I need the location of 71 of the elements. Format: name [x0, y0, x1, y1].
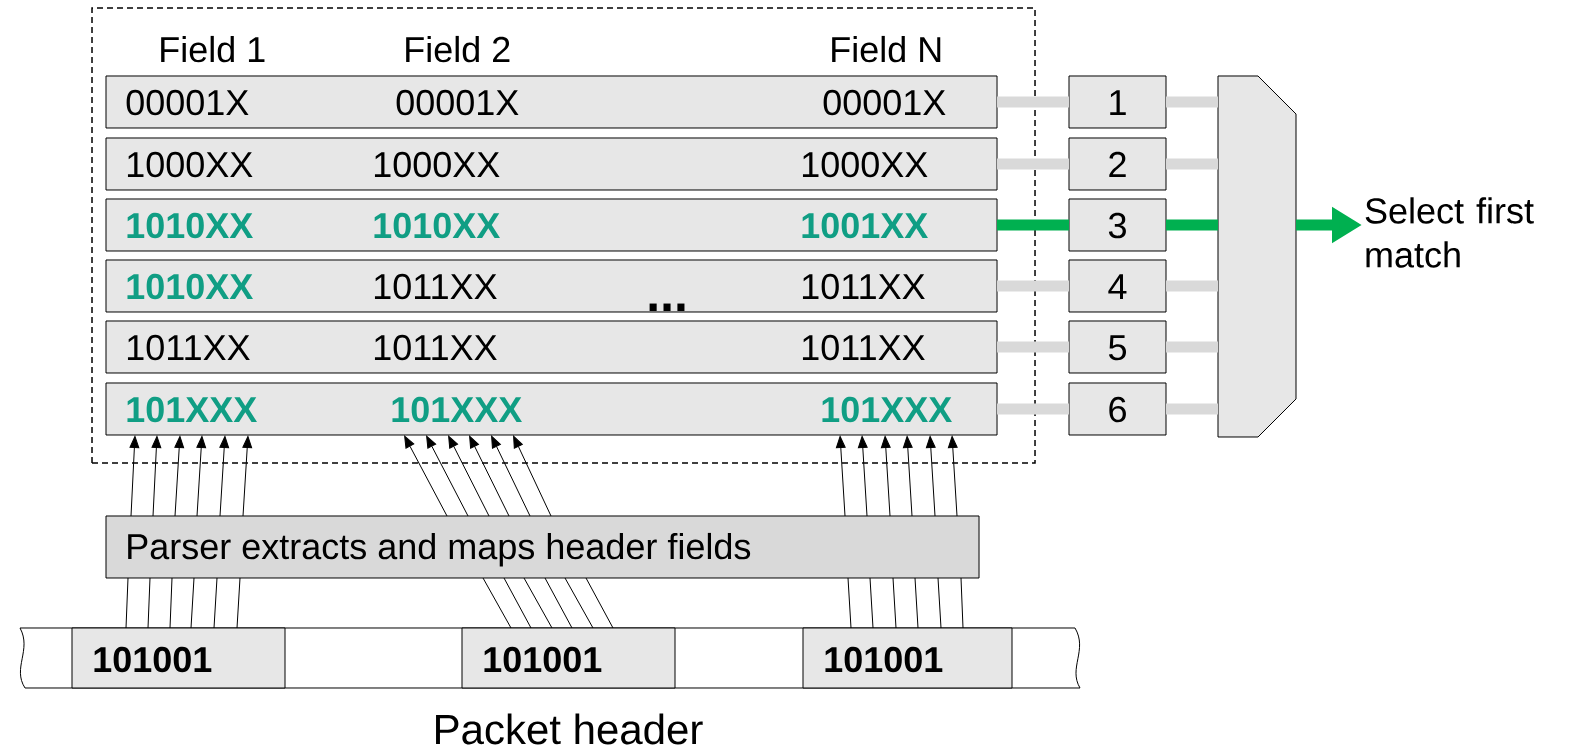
signal-arrow [469, 435, 510, 517]
signal-line [869, 577, 874, 629]
connector-line [997, 96, 1069, 108]
connector-line [997, 341, 1069, 353]
signal-line [960, 577, 964, 629]
header-field-box: 101001 [71, 627, 286, 689]
connector-line [997, 280, 1069, 292]
signal-line [147, 577, 151, 629]
signal-line [213, 577, 218, 629]
connector-line [1166, 158, 1218, 170]
connector-line [1166, 280, 1218, 292]
signal-line [523, 577, 553, 629]
connector-line [1166, 341, 1218, 353]
column-header: Field 1 [161, 35, 265, 63]
connector-line [1166, 219, 1218, 231]
table-row: 00001X 00001X 00001X [105, 75, 998, 129]
priority-box: 1 [1068, 75, 1167, 129]
signal-arrow [151, 435, 162, 517]
dashed-frame [91, 7, 1036, 464]
signal-line [892, 577, 897, 629]
table-row: 1000XX 1000XX 1000XX [105, 137, 998, 191]
signal-line [190, 577, 195, 629]
priority-box: 5 [1068, 320, 1167, 374]
header-field-box: 101001 [802, 627, 1013, 689]
signal-arrow [426, 435, 469, 517]
signal-arrow [835, 435, 846, 517]
signal-arrow [174, 435, 185, 517]
signal-line [169, 577, 173, 629]
signal-line [914, 577, 919, 629]
parser-box: Parser extracts and maps header fields [105, 515, 980, 579]
signal-arrow [448, 435, 490, 517]
signal-arrow [513, 435, 552, 517]
signal-arrow [491, 435, 531, 517]
column-header: Field 2 [406, 35, 510, 63]
connector-line [1166, 96, 1218, 108]
signal-arrow [902, 435, 913, 517]
signal-line [482, 577, 512, 629]
signal-arrow [242, 435, 253, 517]
priority-box: 2 [1068, 137, 1167, 191]
signal-line [125, 577, 129, 629]
table-row: 1010XX 1010XX 1001XX [105, 198, 998, 252]
signal-arrow [196, 435, 207, 517]
output-label: Select first match [1365, 197, 1534, 268]
signal-line [564, 577, 594, 629]
connector-line [997, 219, 1069, 231]
signal-arrow [947, 435, 958, 517]
header-field-box: 101001 [461, 627, 676, 689]
connector-line [997, 403, 1069, 415]
priority-box: 3 [1068, 198, 1167, 252]
node-label: Packet header [436, 713, 703, 745]
signal-arrow [219, 435, 230, 517]
ellipsis: ... [649, 303, 685, 311]
signal-line [937, 577, 942, 629]
signal-line [585, 577, 614, 629]
signal-line [236, 577, 241, 629]
signal-line [503, 577, 532, 629]
signal-arrow [129, 435, 140, 517]
table-row: 1011XX 1011XX 1011XX [105, 320, 998, 374]
connector-line [997, 158, 1069, 170]
column-header: Field N [832, 35, 941, 63]
priority-box: 6 [1068, 382, 1167, 436]
signal-arrow [925, 435, 936, 517]
priority-box: 4 [1068, 259, 1167, 313]
signal-line [847, 577, 852, 629]
signal-line [544, 577, 573, 629]
signal-arrow [857, 435, 868, 517]
signal-arrow [404, 435, 448, 517]
table-row: 101XXX 101XXX 101XXX [105, 382, 998, 436]
connector-line [1166, 403, 1218, 415]
signal-arrow [880, 435, 891, 517]
multiplexer-shape [1217, 75, 1297, 438]
